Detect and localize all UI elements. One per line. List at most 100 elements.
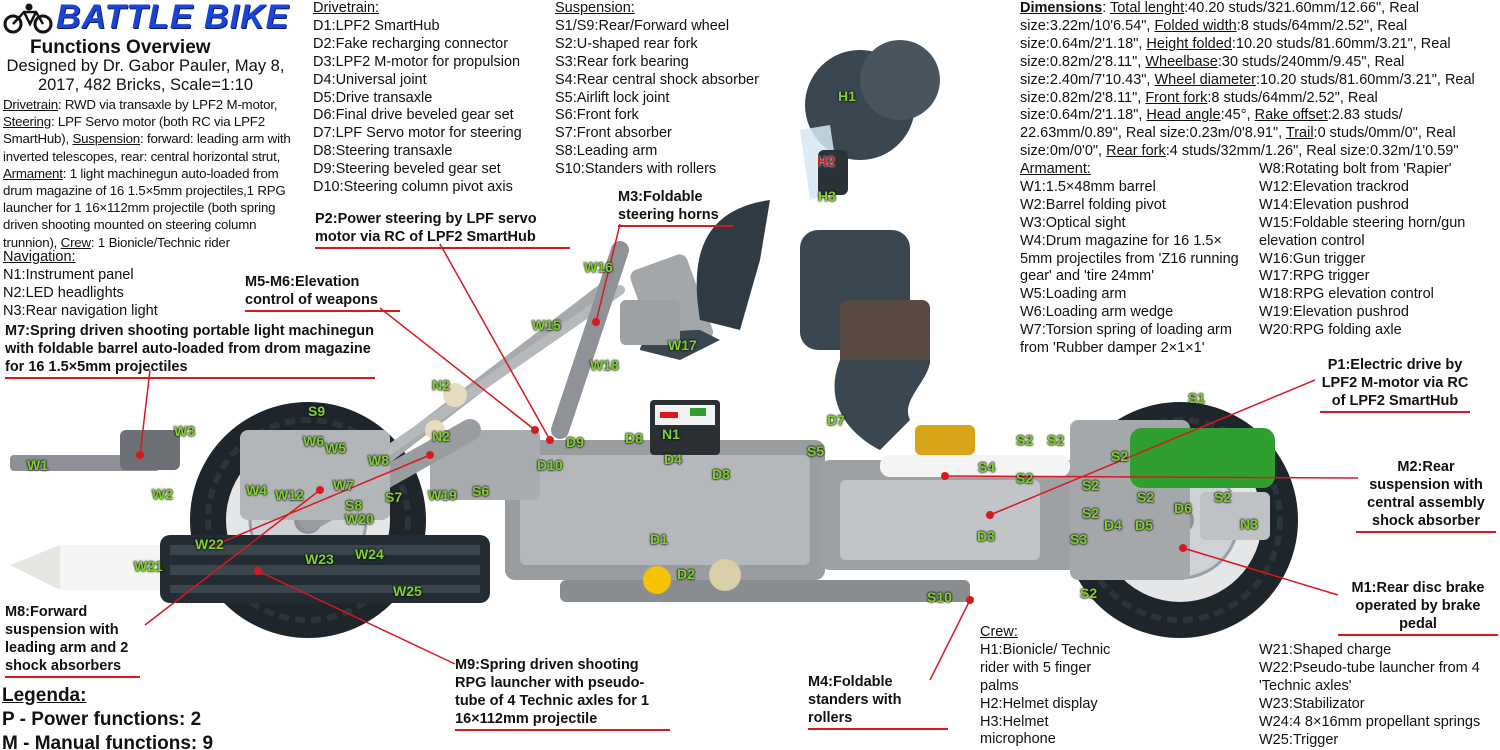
label-s2: S2: [1082, 505, 1100, 521]
drivetrain-title: Drivetrain:: [313, 0, 380, 16]
label-w8: W8: [368, 452, 389, 468]
label-w17: W17: [668, 337, 697, 353]
label-w23: W23: [305, 551, 334, 567]
callout-lines: [139, 223, 1359, 681]
armament-item: W2:Barrel folding pivot: [1020, 196, 1166, 213]
dimension-value: :0 studs/0mm/0", Real size:0m/0'0",: [1020, 125, 1456, 160]
navigation-item: N2:LED headlights: [3, 285, 124, 301]
dimension-value: :8 studs/64mm/2.52", Real size:0.64m/2'1…: [1020, 89, 1378, 124]
suspension-item: S7:Front absorber: [555, 125, 672, 142]
dimension-value: :8 studs/64mm/2.52", Real size:0.64m/2'1…: [1020, 17, 1408, 52]
dimension-value: :40.20 studs/321.60mm/12.66", Real size:…: [1020, 0, 1420, 34]
label-s10: S10: [927, 589, 952, 605]
label-n3: N3: [1240, 516, 1258, 532]
label-d8: D8: [625, 430, 643, 446]
dimension-label: Rear fork: [1106, 143, 1166, 160]
designer-line: Designed by Dr. Gabor Pauler, May 8, 201…: [6, 57, 285, 94]
callout-p2: P2:Power steering by LPF servo motor via…: [315, 210, 570, 249]
dimension-value: :4 studs/32mm/1.26", Real size:0.32m/1'0…: [1165, 143, 1459, 160]
callout-m9: M9:Spring driven shooting RPG launcher w…: [455, 656, 670, 731]
label-s6: S6: [472, 483, 490, 499]
title-bar: BATTLE BIKE: [0, 0, 300, 38]
dimension-label: Wheelbase: [1145, 53, 1218, 70]
armament-list-1: Armament: W1:1.5×48mm barrel W2:Barrel f…: [1020, 161, 1258, 358]
armament-item: W8:Rotating bolt from 'Rapier': [1259, 161, 1452, 177]
label-s5: S5: [807, 443, 825, 459]
label-s2: S2: [1016, 470, 1034, 486]
label-s2: S2: [1016, 432, 1034, 448]
label-w24: W24: [355, 546, 384, 562]
suspension-item: S5:Airlift lock joint: [555, 89, 670, 106]
label-w19: W19: [428, 487, 457, 503]
callout-dots: [136, 318, 1187, 604]
callout-p1: P1:Electric drive by LPF2 M-motor via RC…: [1320, 356, 1470, 413]
armament-item: W1:1.5×48mm barrel: [1020, 178, 1156, 195]
description: Drivetrain: RWD via transaxle by LPF2 M-…: [3, 96, 303, 251]
drivetrain-item: D2:Fake recharging connector: [313, 35, 509, 52]
dimension-value: :30 studs/240mm/9.45", Real size:2.40m/7…: [1020, 53, 1405, 88]
callout-m5-m6: M5-M6:Elevation control of weapons: [245, 273, 400, 312]
crew-item: H3:Helmet microphone: [980, 713, 1056, 748]
suspension-item: S2:U-shaped rear fork: [555, 35, 698, 52]
label-w18: W18: [590, 357, 619, 373]
label-w12: W12: [275, 487, 304, 503]
bike-logo-icon: [3, 3, 53, 34]
armament-item: W21:Shaped charge: [1259, 642, 1392, 658]
label-s1: S1: [1188, 390, 1206, 406]
weapons: [10, 430, 490, 603]
label-d2: D2: [677, 566, 695, 582]
dimension-label: Rake offset: [1254, 107, 1328, 124]
dimension-label: Head angle: [1146, 107, 1221, 124]
dimension-value: :2.83 studs/ 22.63mm/0.89", Real size:0.…: [1020, 107, 1403, 142]
armament-item: W4:Drum magazine for 16 1.5× 5mm project…: [1020, 232, 1239, 285]
rider: [620, 40, 975, 455]
armament-item: W3:Optical sight: [1020, 214, 1126, 231]
label-s9: S9: [308, 403, 326, 419]
suspension-item: S10:Standers with rollers: [555, 161, 717, 178]
description-value: : forward: leading arm with inverted tel…: [3, 131, 291, 164]
suspension-item: S6:Front fork: [555, 107, 639, 124]
crew-item: H2:Helmet display: [980, 695, 1098, 712]
label-w2: W2: [152, 486, 173, 502]
navigation-title: Navigation:: [3, 249, 76, 265]
callout-m2: M2:Rear suspension with central assembly…: [1356, 458, 1496, 533]
label-w5: W5: [325, 440, 346, 456]
armament-list-3: W21:Shaped charge W22:Pseudo-tube launch…: [1259, 642, 1497, 749]
armament-item: W18:RPG elevation control: [1259, 286, 1434, 303]
label-w3: W3: [174, 423, 195, 439]
label-d10: D10: [537, 457, 563, 473]
callout-m1: M1:Rear disc brake operated by brake ped…: [1338, 579, 1498, 636]
label-s7: S7: [385, 489, 403, 505]
crew-item: H1:Bionicle/ Technic rider with 5 finger…: [980, 641, 1111, 694]
description-label: Drivetrain: [3, 97, 58, 112]
label-w4: W4: [246, 482, 267, 498]
label-n2-lower: N2: [432, 428, 450, 444]
label-d6: D6: [1174, 500, 1192, 516]
description-label: Crew: [60, 234, 91, 250]
label-d5: D5: [1135, 517, 1153, 533]
frame: [430, 400, 1275, 602]
crew-list: Crew: H1:Bionicle/ Technic rider with 5 …: [980, 624, 1115, 749]
label-s4: S4: [978, 459, 996, 475]
armament-item: W23:Stabilizator: [1259, 695, 1365, 712]
dimension-label: Total lenght: [1109, 0, 1185, 16]
drivetrain-item: D9:Steering beveled gear set: [313, 161, 501, 178]
drivetrain-item: D7:LPF Servo motor for steering: [313, 125, 522, 142]
suspension-item: S1/S9:Rear/Forward wheel: [555, 17, 730, 34]
navigation-item: N1:Instrument panel: [3, 267, 134, 283]
description-value: : 1 Bionicle/Technic rider: [90, 234, 230, 250]
armament-item: W7:Torsion spring of loading arm from 'R…: [1020, 322, 1232, 357]
label-w22: W22: [195, 536, 224, 552]
label-w20: W20: [345, 511, 374, 527]
dimension-label: Wheel diameter: [1154, 71, 1257, 88]
drivetrain-item: D8:Steering transaxle: [313, 143, 453, 160]
description-label: Suspension: [72, 131, 140, 147]
label-d9: D9: [566, 434, 584, 450]
drivetrain-item: D5:Drive transaxle: [313, 89, 433, 106]
navigation-item: N3:Rear navigation light: [3, 303, 158, 319]
label-h1: H1: [838, 88, 856, 104]
label-s2: S2: [1214, 489, 1232, 505]
legend: Legenda: P - Power functions: 2 M - Manu…: [2, 684, 213, 750]
description-value: : RWD via transaxle by LPF2 M-motor,: [57, 97, 278, 112]
